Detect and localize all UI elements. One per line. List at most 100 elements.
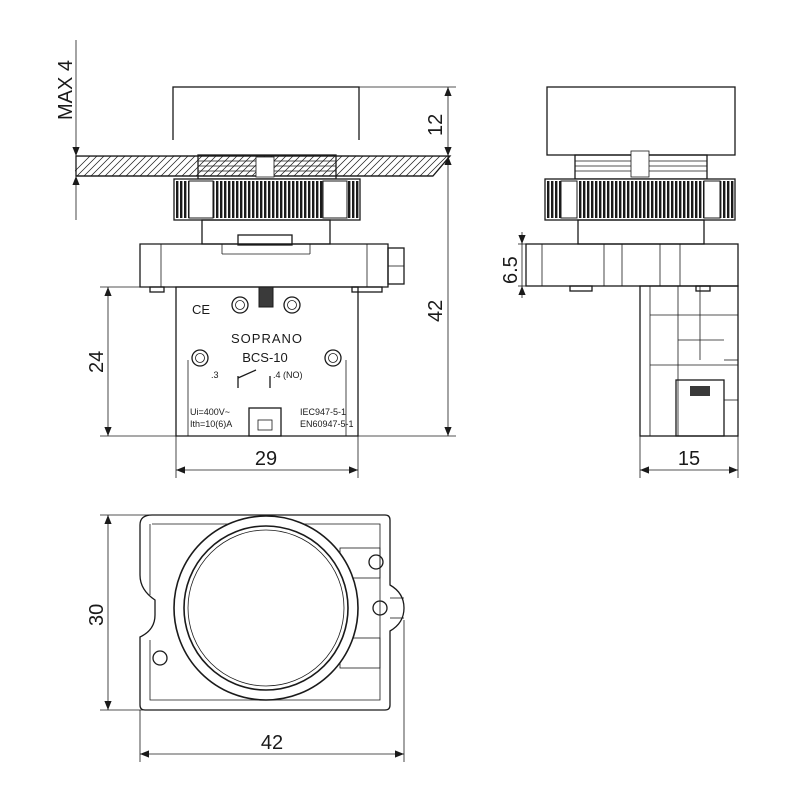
- side-flange: [525, 243, 739, 292]
- knurl-rib: [723, 181, 726, 218]
- top-view: 30 42: [86, 514, 405, 762]
- side-neck: [577, 219, 705, 245]
- knurl-rib: [599, 181, 602, 218]
- hatch-line: [174, 155, 196, 177]
- hatch-line: [391, 155, 413, 177]
- ce-mark: CE: [192, 302, 210, 317]
- knurl-rib: [699, 181, 702, 218]
- knurl-rib: [611, 181, 614, 218]
- rating-current: Ith=10(6)A: [190, 419, 232, 429]
- mount-hole: [152, 650, 168, 666]
- knurl-rib: [663, 181, 666, 218]
- dimension-top-height: 30: [86, 514, 150, 711]
- knurl-rib: [220, 181, 223, 218]
- hatch-line: [76, 155, 98, 177]
- knurl-rib: [352, 181, 355, 218]
- hatch-line: [349, 155, 371, 177]
- knurl-rib: [184, 181, 187, 218]
- knurl-rib: [312, 181, 315, 218]
- knurl-rib: [603, 181, 606, 218]
- knurl-rib: [264, 181, 267, 218]
- brand-label: SOPRANO: [231, 331, 303, 346]
- hatch-line: [118, 155, 140, 177]
- knurl-rib: [296, 181, 299, 218]
- top-housing-outline: [139, 514, 405, 711]
- rating-voltage: Ui=400V~: [190, 407, 230, 417]
- hatch-line: [356, 155, 378, 177]
- hatch-line: [181, 155, 203, 177]
- hatch-line: [412, 155, 434, 177]
- thread-marks: [198, 156, 336, 178]
- knurl-rib: [280, 181, 283, 218]
- svg-text:42: 42: [425, 300, 447, 322]
- terminal-right-label: .4 (NO): [273, 370, 303, 380]
- knurl-rib: [240, 181, 243, 218]
- knurl-rib: [276, 181, 279, 218]
- standard-2: EN60947-5-1: [300, 419, 354, 429]
- side-knurled-nut: [544, 178, 736, 221]
- knurl-rib: [675, 181, 678, 218]
- dimension-top-width: 42: [139, 620, 405, 762]
- knurl-rib: [635, 181, 638, 218]
- dimension-side-width: 15: [639, 436, 739, 478]
- dimension-flange: 6.5: [500, 232, 526, 298]
- hatch-line: [370, 155, 392, 177]
- knurl-rib: [180, 181, 183, 218]
- hatch-line: [426, 155, 448, 177]
- svg-text:24: 24: [86, 351, 108, 373]
- knurl-rib: [236, 181, 239, 218]
- dimension-block-width: 29: [175, 436, 359, 478]
- knurl-rib: [639, 181, 642, 218]
- knurl-rib: [244, 181, 247, 218]
- knurl-rib: [316, 181, 319, 218]
- no-contact-symbol: [237, 369, 271, 388]
- side-cap: [546, 86, 736, 156]
- screw-terminal: [191, 349, 209, 367]
- knurl-rib: [300, 181, 303, 218]
- knurl-rib: [667, 181, 670, 218]
- panel-plate-outline: [76, 155, 452, 177]
- knurl-rib: [224, 181, 227, 218]
- knurl-rib: [679, 181, 682, 218]
- screw-terminal: [324, 349, 342, 367]
- knurl-rib: [579, 181, 582, 218]
- side-spring: [690, 386, 710, 396]
- knurled-nut: [173, 178, 361, 221]
- dimension-cap-height: 12: [359, 86, 456, 156]
- dimension-total-height: 42: [358, 156, 456, 437]
- actuator-plunger: [258, 286, 274, 308]
- svg-text:15: 15: [678, 448, 700, 470]
- knurl-rib: [727, 181, 730, 218]
- knurl-rib: [631, 181, 634, 218]
- hatch-line: [132, 155, 154, 177]
- knurl-rib: [232, 181, 235, 218]
- knurl-rib: [348, 181, 351, 218]
- knurl-rib: [627, 181, 630, 218]
- contact-block: CE SOPRANO BCS-10 .3 .4 (NO) Ui=400V~ It…: [175, 286, 359, 437]
- svg-text:42: 42: [261, 732, 283, 754]
- knurl-rib: [591, 181, 594, 218]
- hatch-line: [97, 155, 119, 177]
- mounting-flange: [139, 243, 405, 293]
- knurl-rib: [683, 181, 686, 218]
- knurl-rib: [687, 181, 690, 218]
- knurl-rib: [284, 181, 287, 218]
- hatch-line: [328, 155, 350, 177]
- knurl-rib: [308, 181, 311, 218]
- knurl-rib: [555, 181, 558, 218]
- knurl-rib: [651, 181, 654, 218]
- knurl-rib: [559, 181, 562, 218]
- hatch-line: [377, 155, 399, 177]
- knurl-rib: [595, 181, 598, 218]
- knurl-rib: [292, 181, 295, 218]
- svg-text:29: 29: [255, 448, 277, 470]
- mount-hole: [372, 600, 388, 616]
- hatch-line: [363, 155, 385, 177]
- side-contact-block: [639, 285, 739, 437]
- knurl-rib: [268, 181, 271, 218]
- knurl-rib: [304, 181, 307, 218]
- hatch-line: [111, 155, 133, 177]
- knurl-rib: [643, 181, 646, 218]
- knurl-rib: [256, 181, 259, 218]
- stem-neck: [201, 219, 331, 245]
